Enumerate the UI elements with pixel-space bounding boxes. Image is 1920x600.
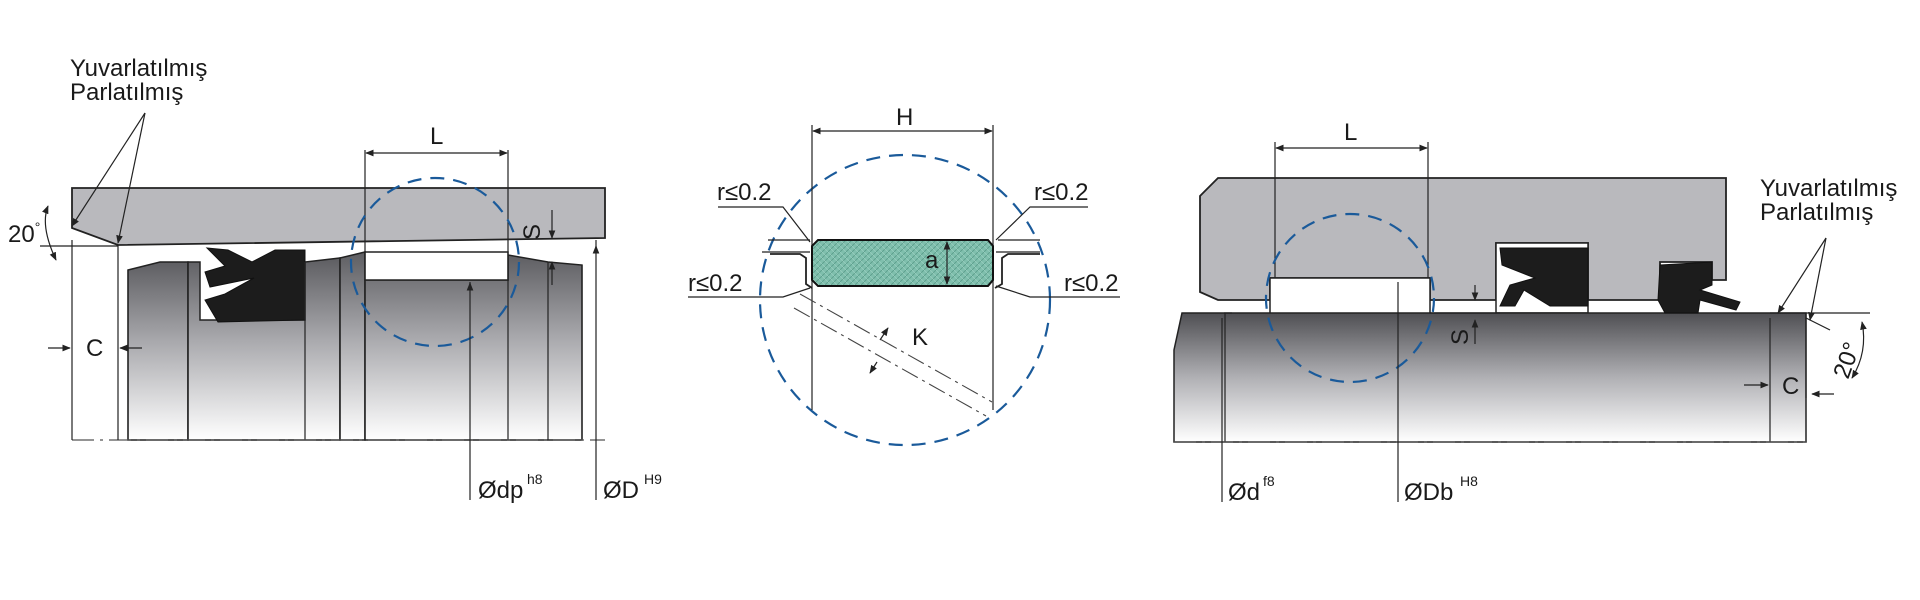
middle-label-r-top-left: r≤0.2: [717, 179, 772, 206]
right-guide-ring-slot: [1269, 277, 1431, 315]
left-piston-body: [127, 261, 189, 441]
right-rod-drawing: L S Ød f8 ØDb H8 C 20° Yuvarlatılmış Par…: [1173, 119, 1897, 506]
middle-detail-circle: [758, 153, 1052, 447]
right-label-d: Ød: [1228, 479, 1260, 506]
left-guide-ring-slot: [364, 251, 509, 281]
left-label-S: S: [519, 224, 546, 240]
right-detail-circle: [1264, 212, 1436, 384]
middle-label-a: a: [925, 247, 939, 274]
right-rod: [1173, 312, 1807, 443]
left-label-dp: Ødp: [478, 477, 523, 504]
left-label-angle: 20°: [8, 219, 40, 248]
right-finish-line2: Parlatılmış: [1760, 199, 1873, 226]
left-label-C: C: [86, 335, 103, 362]
middle-label-r-bottom-left: r≤0.2: [688, 270, 743, 297]
left-piston-guide-groove: [364, 254, 583, 441]
left-label-dp-tol: h8: [527, 471, 543, 487]
guide-ring-detail: H a r≤0.2 r≤0.2 r≤0.2 r≤0.2 K: [688, 104, 1120, 447]
middle-label-K: K: [912, 324, 928, 351]
guide-ring-section: [811, 239, 994, 287]
middle-label-H: H: [896, 104, 913, 131]
right-label-angle: 20°: [1828, 339, 1866, 382]
right-label-S: S: [1447, 329, 1474, 345]
right-label-Db: ØDb: [1404, 479, 1453, 506]
left-piston-drawing: L S Ødp h8 ØD H9 C 20° Yuvarlatılmış Par…: [8, 55, 662, 504]
middle-label-r-bottom-right: r≤0.2: [1064, 270, 1119, 297]
right-finish-line1: Yuvarlatılmış: [1760, 175, 1897, 202]
left-detail-circle: [349, 176, 521, 348]
left-finish-line2: Parlatılmış: [70, 79, 183, 106]
left-label-D: ØD: [603, 477, 639, 504]
middle-label-r-top-right: r≤0.2: [1034, 179, 1089, 206]
left-label-D-tol: H9: [644, 471, 662, 487]
left-seal: [204, 247, 306, 323]
right-label-C: C: [1782, 373, 1799, 400]
right-label-d-tol: f8: [1263, 473, 1275, 489]
right-wiper: [1657, 261, 1741, 314]
left-label-L: L: [430, 123, 443, 150]
right-label-L: L: [1344, 119, 1357, 146]
left-finish-line1: Yuvarlatılmış: [70, 55, 207, 82]
right-rod-seal: [1499, 247, 1589, 307]
left-piston-land: [339, 251, 366, 441]
right-label-Db-tol: H8: [1460, 473, 1478, 489]
